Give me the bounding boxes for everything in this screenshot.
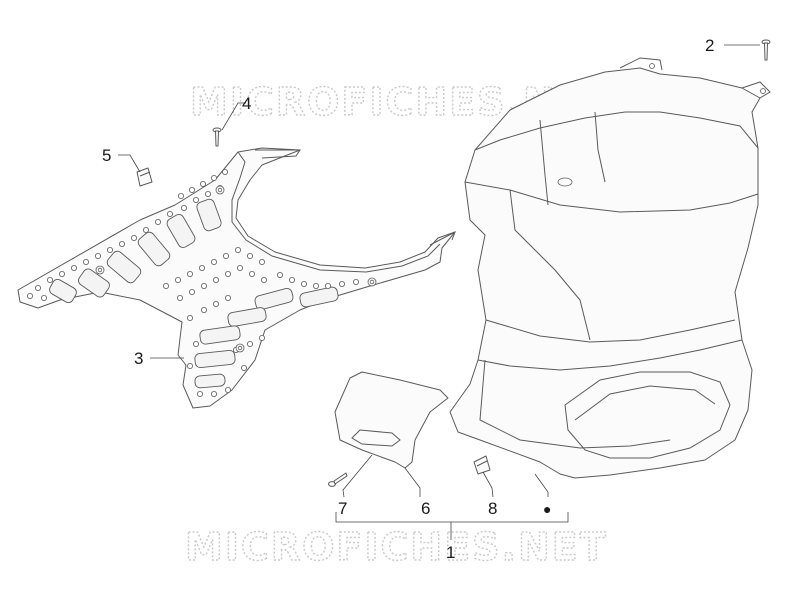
callout-8: 8 [488,499,497,518]
footboard-frame-part [17,147,456,409]
clip-nut-part-5 [136,167,153,187]
callout-3: 3 [134,349,143,368]
leader-lines [118,44,760,540]
callout-7: 7 [338,499,347,518]
callout-4: 4 [242,94,251,113]
callout-labels: 1 2 3 4 5 6 7 8 ● [102,36,714,562]
cover-panel-part-6 [334,371,449,469]
leg-shield-part-1 [449,57,771,479]
frame-slots [49,198,339,389]
frame-mount-points [95,185,377,353]
callout-2: 2 [705,36,714,55]
callout-5: 5 [102,146,111,165]
callout-assembly-marker: ● [543,501,551,517]
screw-part-2 [761,39,771,61]
callout-1: 1 [446,543,455,562]
callout-6: 6 [421,499,430,518]
clip-nut-part-8 [473,455,491,475]
screw-part-7 [328,472,348,487]
watermark-bottom: MICROFICHES.NET [185,525,608,569]
frame-holes [26,168,359,397]
screw-part-4 [212,127,222,147]
